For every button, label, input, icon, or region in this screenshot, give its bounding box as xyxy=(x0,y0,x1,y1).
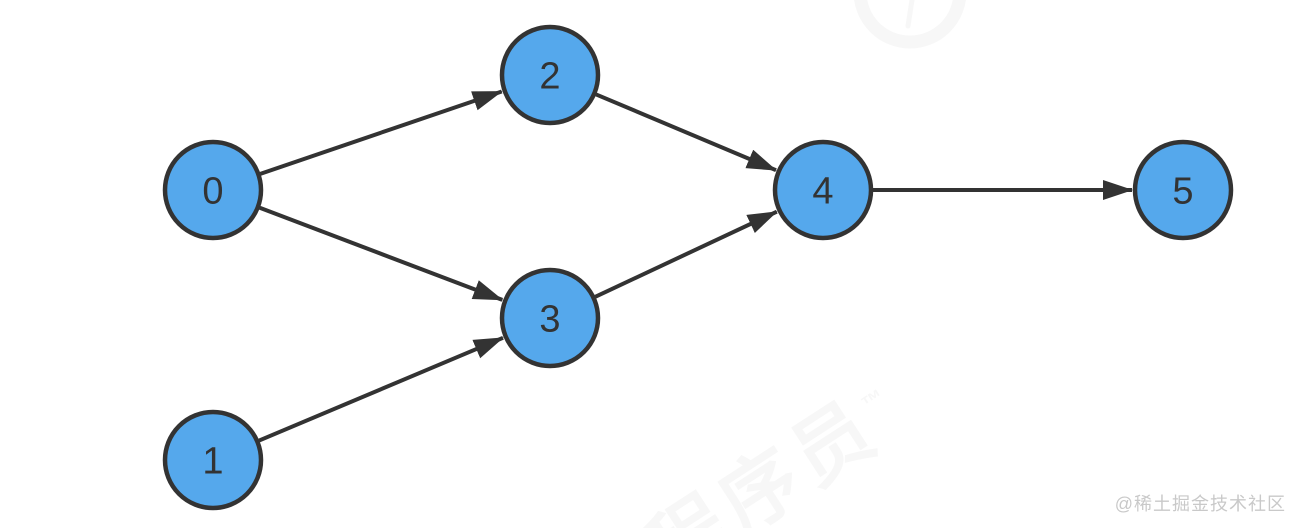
node-label: 1 xyxy=(202,440,223,482)
node-circle xyxy=(499,267,601,369)
graph-node-4: 4 xyxy=(772,139,874,241)
graph-node-1: 1 xyxy=(162,409,264,511)
node-label: 2 xyxy=(539,55,560,97)
nodes-layer: 0 1 2 3 4 5 xyxy=(162,24,1234,511)
juejin-logo-watermark xyxy=(854,0,966,49)
edge-3-4 xyxy=(594,209,778,299)
watermark-layer xyxy=(854,0,966,49)
node-circle xyxy=(1132,139,1234,241)
node-label: 0 xyxy=(202,170,223,212)
edge-2-4 xyxy=(595,92,777,173)
node-circle xyxy=(162,409,264,511)
node-circle xyxy=(772,139,874,241)
juejin-logo-watermark-detail xyxy=(905,0,915,29)
edge-0-3 xyxy=(259,205,504,302)
watermark-credit: @稀土掘金技术社区 xyxy=(1114,494,1286,514)
node-circle xyxy=(499,24,601,126)
node-label: 4 xyxy=(812,170,833,212)
graph-node-0: 0 xyxy=(162,139,264,241)
graph-node-2: 2 xyxy=(499,24,601,126)
edge-0-2 xyxy=(259,89,503,176)
node-label: 5 xyxy=(1172,170,1193,212)
graph-node-3: 3 xyxy=(499,267,601,369)
graph-node-5: 5 xyxy=(1132,139,1234,241)
node-circle xyxy=(162,139,264,241)
node-label: 3 xyxy=(539,298,560,340)
edges-layer xyxy=(258,89,1133,443)
edge-1-3 xyxy=(258,335,504,443)
